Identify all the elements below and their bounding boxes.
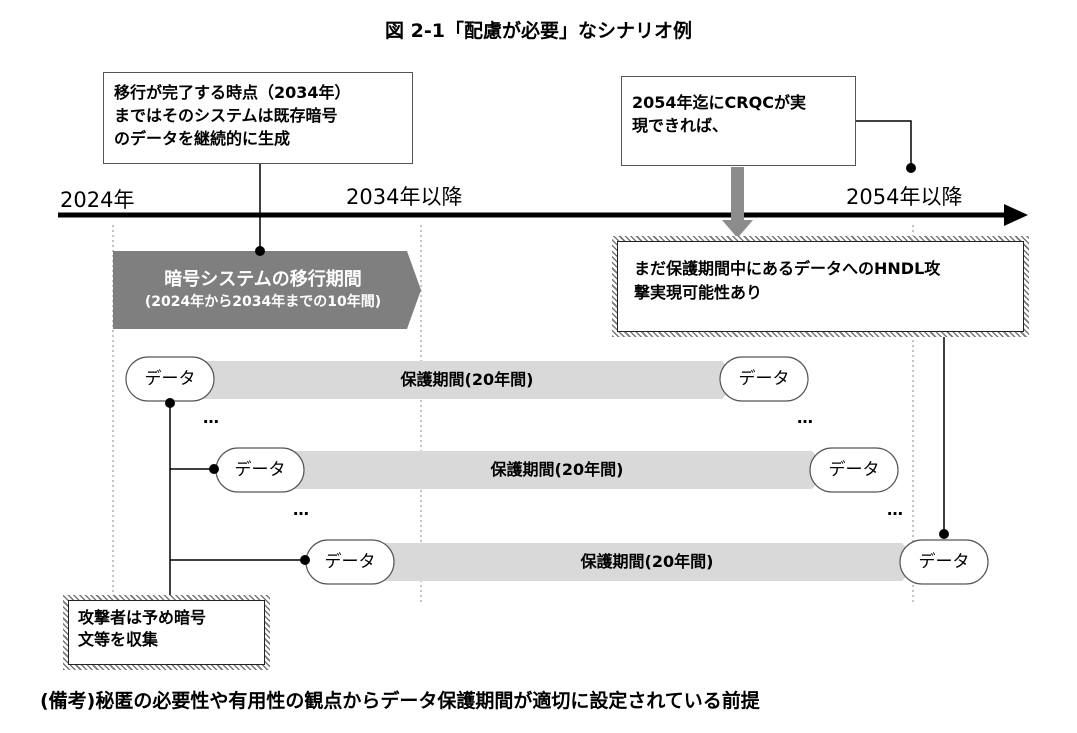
data-row-1-band-label: 保護期間(20年間) xyxy=(400,370,534,389)
data-pill-2-end xyxy=(809,447,899,493)
callout-attacker-line-2: 文等を収集 xyxy=(78,630,159,649)
callout-attacker-line-1: 攻撃者は予め暗号 xyxy=(78,608,207,627)
callout-hndl: まだ保護期間中にあるデータへのHNDL攻 撃実現可能性あり xyxy=(612,236,1029,337)
ellipsis-1-left: … xyxy=(203,408,220,427)
year-2024-label: 2024年 xyxy=(60,188,135,212)
ellipsis-2-left: … xyxy=(293,500,310,519)
callout-migration-line-1: 移行が完了する時点（2034年） xyxy=(114,83,351,102)
year-2034-label: 2034年以降 xyxy=(346,185,463,209)
data-row-1-start-label: データ xyxy=(144,369,196,389)
callout-hndl-body: まだ保護期間中にあるデータへのHNDL攻 撃実現可能性あり xyxy=(617,241,1024,332)
protection-band-1 xyxy=(190,361,740,399)
data-row-2-band-label: 保護期間(20年間) xyxy=(490,460,624,479)
connector-crqc xyxy=(856,120,912,168)
callout-attacker: 攻撃者は予め暗号 文等を収集 xyxy=(63,595,270,670)
protection-band-3 xyxy=(370,543,920,581)
data-row-2-end-label: データ xyxy=(828,460,880,480)
migration-period-title: 暗号システムの移行期間 xyxy=(164,269,362,290)
callout-migration-line-2: まではそのシステムは既存暗号 xyxy=(114,106,338,125)
data-row-3-start-label: データ xyxy=(324,552,376,572)
connector-dot-crqc xyxy=(906,163,916,173)
data-pill-3-end xyxy=(899,539,989,585)
connector-dot-hndl xyxy=(939,529,949,539)
crqc-arrow-head xyxy=(722,220,753,238)
data-pill-1-end xyxy=(719,356,809,402)
attacker-dot-3 xyxy=(300,555,310,565)
callout-hndl-line-2: 撃実現可能性あり xyxy=(634,283,763,302)
ellipsis-1-right: … xyxy=(797,408,814,427)
ellipsis-2-right: … xyxy=(887,500,904,519)
migration-period-subtitle: (2024年から2034年までの10年間) xyxy=(144,294,382,310)
callout-crqc-line-2: 現できれば、 xyxy=(632,116,729,135)
attacker-dot-2 xyxy=(209,464,219,474)
migration-period-label: 暗号システムの移行期間 (2024年から2034年までの10年間) xyxy=(113,265,413,311)
data-row-3-band-label: 保護期間(20年間) xyxy=(580,552,714,571)
figure-title: 図 2-1「配慮が必要」なシナリオ例 xyxy=(385,20,692,42)
timeline-arrowhead xyxy=(1004,204,1028,226)
data-row-2-start-label: データ xyxy=(234,460,286,480)
data-row-3-end-label: データ xyxy=(918,552,970,572)
migration-period-shape xyxy=(113,251,421,329)
callout-crqc-line-1: 2054年迄にCRQCが実 xyxy=(632,93,806,112)
footnote: (備考)秘匿の必要性や有用性の観点からデータ保護期間が適切に設定されている前提 xyxy=(40,690,760,712)
data-row-1-end-label: データ xyxy=(738,369,790,389)
crqc-arrow-shaft xyxy=(731,167,744,222)
connector-dot-migration xyxy=(255,246,265,256)
callout-attacker-body: 攻撃者は予め暗号 文等を収集 xyxy=(68,600,265,665)
callout-migration-line-3: のデータを継続的に生成 xyxy=(114,129,291,148)
attacker-dot-1 xyxy=(165,398,175,408)
protection-band-2 xyxy=(280,451,830,489)
callout-crqc: 2054年迄にCRQCが実 現できれば、 xyxy=(621,76,856,166)
callout-migration-complete: 移行が完了する時点（2034年） まではそのシステムは既存暗号 のデータを継続的… xyxy=(103,72,413,164)
year-2054-label: 2054年以降 xyxy=(846,185,963,209)
callout-hndl-line-1: まだ保護期間中にあるデータへのHNDL攻 xyxy=(634,259,941,278)
